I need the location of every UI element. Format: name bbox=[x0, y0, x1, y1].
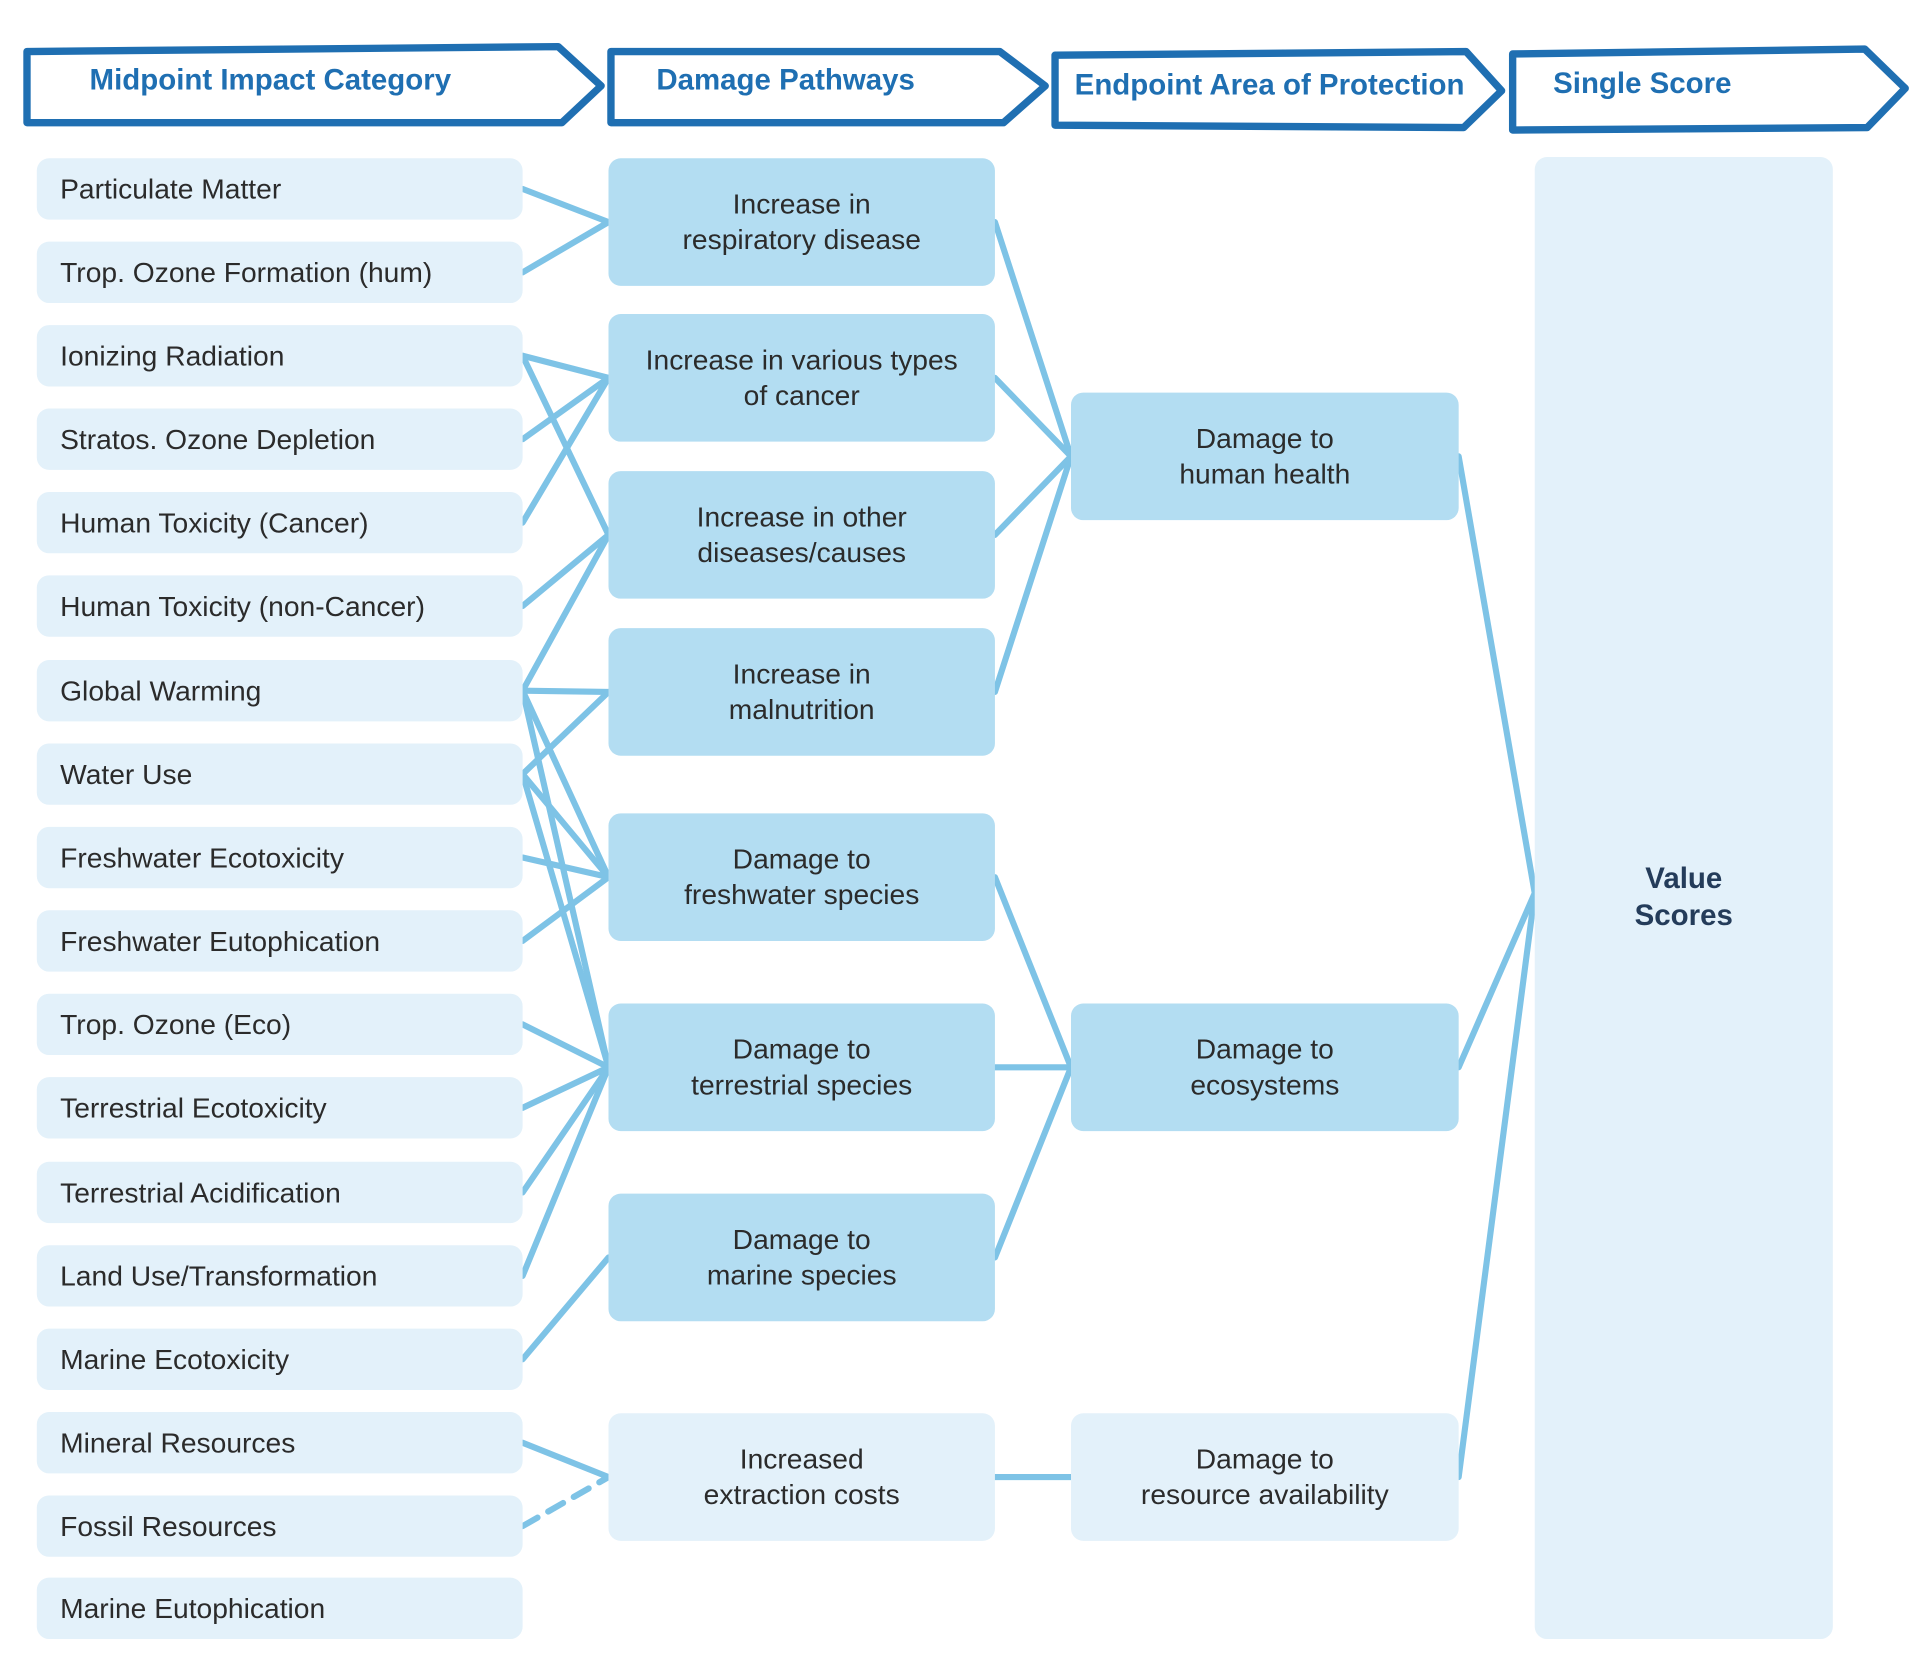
midpoint-human-toxicity-cancer: Human Toxicity (Cancer) bbox=[36, 491, 523, 554]
endpoint-label-line2: resource availability bbox=[1140, 1478, 1389, 1511]
pathway-label-line1: Increase in bbox=[732, 657, 871, 690]
midpoint-stratos-ozone-depletion: Stratos. Ozone Depletion bbox=[36, 408, 523, 470]
connector-midpoint-to-pathway bbox=[519, 687, 612, 1071]
connector-midpoint-to-pathway bbox=[519, 185, 612, 226]
connector-midpoint-to-pathway bbox=[519, 1474, 612, 1530]
connector-midpoint-to-pathway bbox=[519, 374, 612, 443]
pathway-terrestrial-species: Damage to terrestrial species bbox=[608, 1003, 995, 1132]
connector-endpoint-to-score bbox=[1455, 890, 1538, 1071]
connector-midpoint-to-pathway bbox=[519, 1064, 612, 1111]
pathway-label-line1: Increase in other bbox=[696, 500, 907, 533]
connector-pathway-to-endpoint bbox=[991, 453, 1075, 538]
connector-midpoint-to-pathway bbox=[519, 771, 612, 881]
midpoint-terrestrial-acidification: Terrestrial Acidification bbox=[36, 1161, 523, 1224]
pathway-label-line1: Damage to bbox=[732, 842, 871, 875]
header-arrow-midpoint bbox=[23, 42, 605, 127]
header-arrow-score bbox=[1508, 45, 1909, 134]
header-score-label: Single Score bbox=[1553, 67, 1732, 101]
pathway-label-line1: Damage to bbox=[732, 1032, 871, 1065]
midpoint-marine-eutophication: Marine Eutophication bbox=[36, 1577, 523, 1640]
score-label-line1: Value bbox=[1645, 862, 1723, 896]
midpoint-land-use-transformation: Land Use/Transformation bbox=[36, 1245, 523, 1307]
single-score-value-scores: Value Scores bbox=[1534, 157, 1833, 1640]
endpoint-label-line2: ecosystems bbox=[1190, 1068, 1340, 1101]
endpoint-label-line2: human health bbox=[1179, 457, 1351, 490]
pathway-label-line2: freshwater species bbox=[684, 878, 920, 911]
connector-pathway-to-endpoint bbox=[991, 874, 1075, 1071]
midpoint-marine-ecotoxicity: Marine Ecotoxicity bbox=[36, 1328, 523, 1390]
midpoint-freshwater-eutophication: Freshwater Eutophication bbox=[36, 910, 523, 972]
header-endpoint-label: Endpoint Area of Protection bbox=[1074, 68, 1465, 102]
score-label-line2: Scores bbox=[1634, 899, 1733, 933]
midpoint-human-toxicity-non-cancer: Human Toxicity (non-Cancer) bbox=[36, 575, 523, 637]
pathway-label-line1: Increased bbox=[739, 1442, 864, 1475]
pathway-malnutrition: Increase in malnutrition bbox=[608, 628, 995, 756]
pathway-label-line1: Increase in bbox=[732, 187, 871, 220]
endpoint-label-line1: Damage to bbox=[1195, 1442, 1334, 1475]
connector-endpoint-to-score bbox=[1455, 453, 1538, 897]
pathway-label-line2: diseases/causes bbox=[697, 536, 907, 569]
endpoint-ecosystems: Damage to ecosystems bbox=[1070, 1003, 1459, 1132]
connector-midpoint-to-pathway bbox=[519, 352, 612, 381]
endpoint-label-line1: Damage to bbox=[1195, 422, 1334, 454]
connector-midpoint-to-pathway bbox=[519, 688, 612, 778]
midpoint-ionizing-radiation: Ionizing Radiation bbox=[36, 325, 523, 387]
pathway-label-line2: extraction costs bbox=[703, 1478, 900, 1511]
header-arrow-pathways bbox=[607, 47, 1049, 127]
midpoint-trop-ozone-formation-hum: Trop. Ozone Formation (hum) bbox=[36, 241, 523, 304]
connector-pathway-to-endpoint bbox=[991, 453, 1075, 695]
connector-endpoint-to-score bbox=[1455, 890, 1538, 1481]
pathway-label-line2: marine species bbox=[706, 1258, 897, 1291]
midpoint-trop-ozone-eco: Trop. Ozone (Eco) bbox=[36, 993, 523, 1056]
connector-midpoint-to-pathway bbox=[519, 1254, 612, 1363]
connector-midpoint-to-pathway bbox=[519, 531, 612, 694]
pathway-other-diseases: Increase in other diseases/causes bbox=[608, 471, 995, 599]
pathway-label-line1: Increase in various types bbox=[645, 343, 958, 376]
pathway-label-line2: malnutrition bbox=[728, 693, 875, 726]
endpoint-resource-availability: Damage to resource availability bbox=[1070, 1413, 1459, 1541]
endpoint-human-health: Damage to human health bbox=[1070, 392, 1459, 521]
midpoint-global-warming: Global Warming bbox=[36, 660, 523, 722]
pathway-label-line2: of cancer bbox=[743, 379, 860, 411]
connector-midpoint-to-pathway bbox=[519, 218, 612, 276]
connector-midpoint-to-pathway bbox=[519, 374, 612, 526]
connector-pathway-to-endpoint bbox=[991, 218, 1075, 460]
header-pathways-label: Damage Pathways bbox=[656, 63, 915, 97]
header-midpoint-label: Midpoint Impact Category bbox=[89, 63, 452, 97]
header-row bbox=[23, 42, 1909, 134]
pathway-marine-species: Damage to marine species bbox=[608, 1193, 995, 1322]
endpoint-label-line1: Damage to bbox=[1195, 1032, 1334, 1065]
connector-midpoint-to-pathway bbox=[519, 531, 612, 610]
connector-midpoint-to-pathway bbox=[519, 1021, 612, 1071]
midpoint-fossil-resources: Fossil Resources bbox=[36, 1495, 523, 1557]
midpoint-water-use: Water Use bbox=[36, 743, 523, 805]
connector-midpoint-to-pathway bbox=[519, 687, 612, 881]
connector-midpoint-to-pathway bbox=[519, 1439, 612, 1481]
connector-pathway-to-endpoint bbox=[991, 1064, 1075, 1261]
connector-midpoint-to-pathway bbox=[519, 1064, 612, 1196]
midpoint-particulate-matter: Particulate Matter bbox=[36, 158, 523, 220]
connector-midpoint-to-pathway bbox=[519, 771, 612, 1071]
pathway-label-line1: Damage to bbox=[732, 1223, 871, 1256]
connector-pathway-to-endpoint bbox=[991, 374, 1075, 460]
connector-midpoint-to-pathway bbox=[519, 854, 612, 881]
pathway-cancer: Increase in various types of cancer bbox=[608, 314, 995, 442]
pathway-extraction-costs: Increased extraction costs bbox=[608, 1413, 995, 1541]
connector-midpoint-to-pathway bbox=[519, 874, 612, 945]
pathway-freshwater-species: Damage to freshwater species bbox=[608, 813, 995, 941]
connector-midpoint-to-pathway bbox=[519, 687, 612, 695]
midpoint-freshwater-ecotoxicity: Freshwater Ecotoxicity bbox=[36, 826, 523, 889]
pathway-label-line2: terrestrial species bbox=[691, 1068, 913, 1101]
header-arrow-endpoint bbox=[1051, 47, 1506, 132]
connector-midpoint-to-pathway bbox=[519, 1064, 612, 1279]
midpoint-terrestrial-ecotoxicity: Terrestrial Ecotoxicity bbox=[36, 1077, 523, 1139]
midpoint-mineral-resources: Mineral Resources bbox=[36, 1412, 523, 1474]
pathway-label-line2: respiratory disease bbox=[682, 223, 921, 256]
pathway-respiratory-disease: Increase in respiratory disease bbox=[608, 158, 995, 286]
